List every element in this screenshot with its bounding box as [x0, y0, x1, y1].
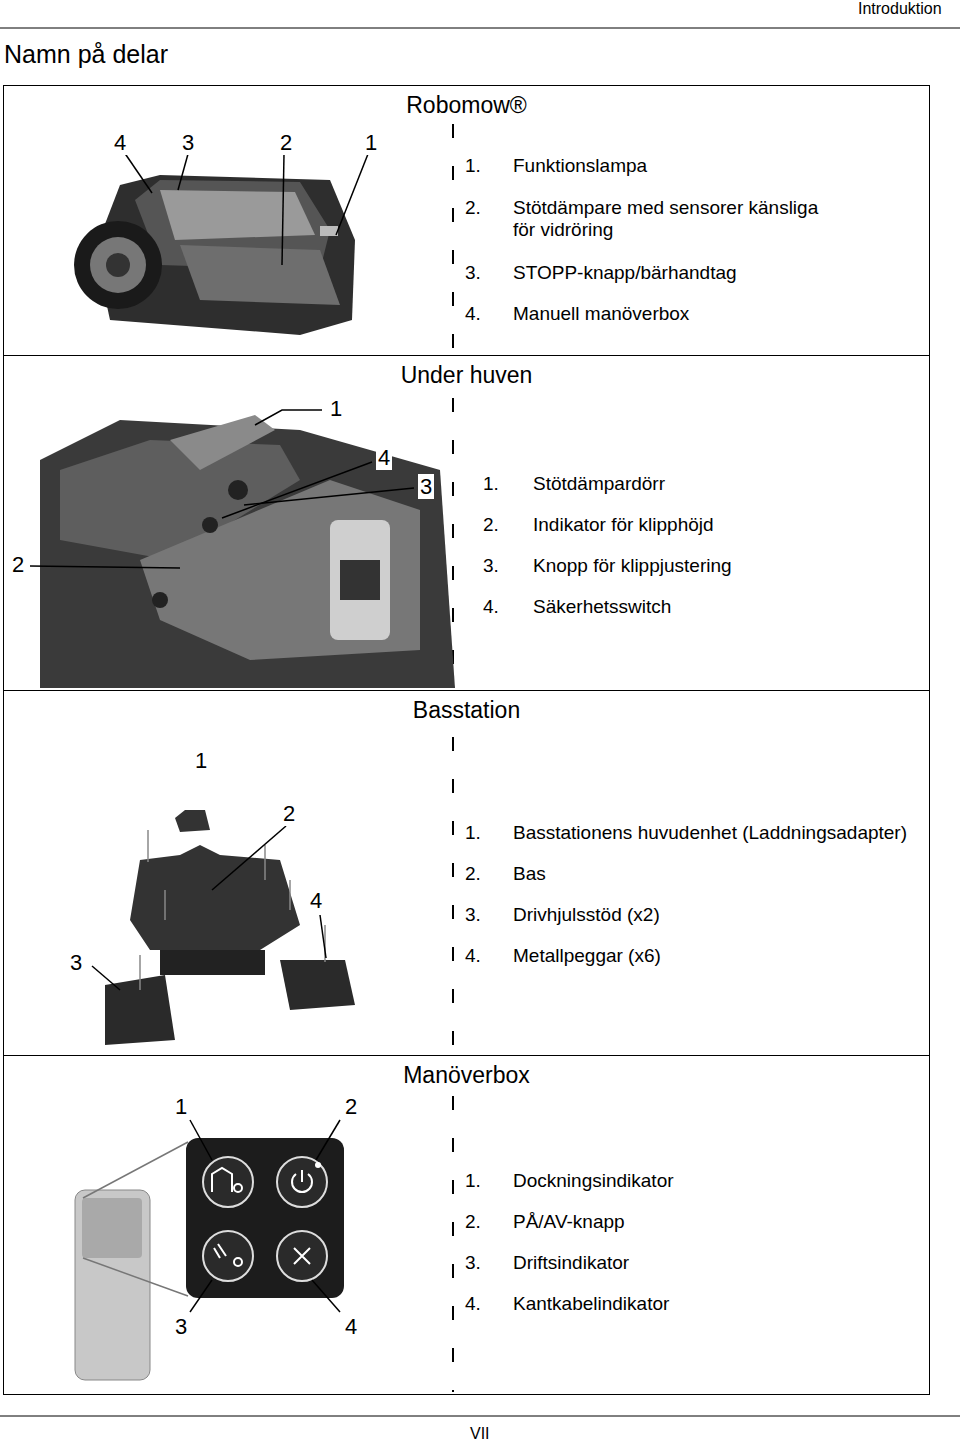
- callout-number: 3: [173, 1314, 189, 1339]
- list-number: 4.: [465, 945, 481, 967]
- list-number: 2.: [483, 514, 499, 536]
- part-name: Bas: [513, 863, 546, 885]
- part-name: Stötdämpare med sensorer känsliga för vi…: [513, 197, 843, 241]
- callout-number: 4: [376, 445, 392, 470]
- part-name: PÅ/AV-knapp: [513, 1211, 625, 1233]
- part-name: Stötdämpardörr: [533, 473, 665, 495]
- list-number: 4.: [465, 1293, 481, 1315]
- list-number: 1.: [465, 1170, 481, 1192]
- section-heading: Manöverbox: [399, 1062, 534, 1088]
- section-heading: Under huven: [397, 362, 537, 388]
- part-name: STOPP-knapp/bärhandtag: [513, 262, 737, 284]
- section-panel: Under huven: [3, 355, 930, 691]
- list-number: 1.: [483, 473, 499, 495]
- list-number: 4.: [483, 596, 499, 618]
- part-name: Funktionslampa: [513, 155, 647, 177]
- part-name: Dockningsindikator: [513, 1170, 674, 1192]
- list-number: 3.: [465, 1252, 481, 1274]
- callout-number: 2: [343, 1094, 359, 1119]
- list-number: 3.: [465, 904, 481, 926]
- part-name: Driftsindikator: [513, 1252, 629, 1274]
- callout-number: 3: [418, 474, 434, 499]
- part-name: Knopp för klippjustering: [533, 555, 732, 577]
- callout-number: 2: [281, 801, 297, 826]
- callout-number: 3: [180, 130, 196, 155]
- part-name: Basstationens huvudenhet (Laddningsadapt…: [513, 822, 907, 844]
- part-name: Drivhjulsstöd (x2): [513, 904, 660, 926]
- section-heading: Basstation: [409, 697, 524, 723]
- callout-number: 1: [193, 748, 209, 773]
- list-number: 3.: [483, 555, 499, 577]
- section-heading: Robomow®: [402, 92, 531, 118]
- list-number: 2.: [465, 1211, 481, 1233]
- callout-number: 3: [68, 950, 84, 975]
- callout-number: 1: [363, 130, 379, 155]
- callout-number: 2: [10, 552, 26, 577]
- list-number: 2.: [465, 197, 481, 219]
- callout-number: 4: [308, 888, 324, 913]
- list-number: 3.: [465, 262, 481, 284]
- part-name: Metallpeggar (x6): [513, 945, 661, 967]
- part-name: Säkerhetsswitch: [533, 596, 671, 618]
- callout-number: 1: [328, 396, 344, 421]
- list-number: 1.: [465, 155, 481, 177]
- page-number: VII: [470, 1425, 490, 1443]
- list-number: 4.: [465, 303, 481, 325]
- callout-number: 4: [343, 1314, 359, 1339]
- list-number: 2.: [465, 863, 481, 885]
- header-text: Introduktion: [858, 0, 942, 18]
- part-name: Manuell manöverbox: [513, 303, 689, 325]
- callout-number: 4: [112, 130, 128, 155]
- callout-number: 1: [173, 1094, 189, 1119]
- part-name: Kantkabelindikator: [513, 1293, 669, 1315]
- list-number: 1.: [465, 822, 481, 844]
- callout-number: 2: [278, 130, 294, 155]
- page-title: Namn på delar: [4, 40, 168, 69]
- part-name: Indikator för klipphöjd: [533, 514, 714, 536]
